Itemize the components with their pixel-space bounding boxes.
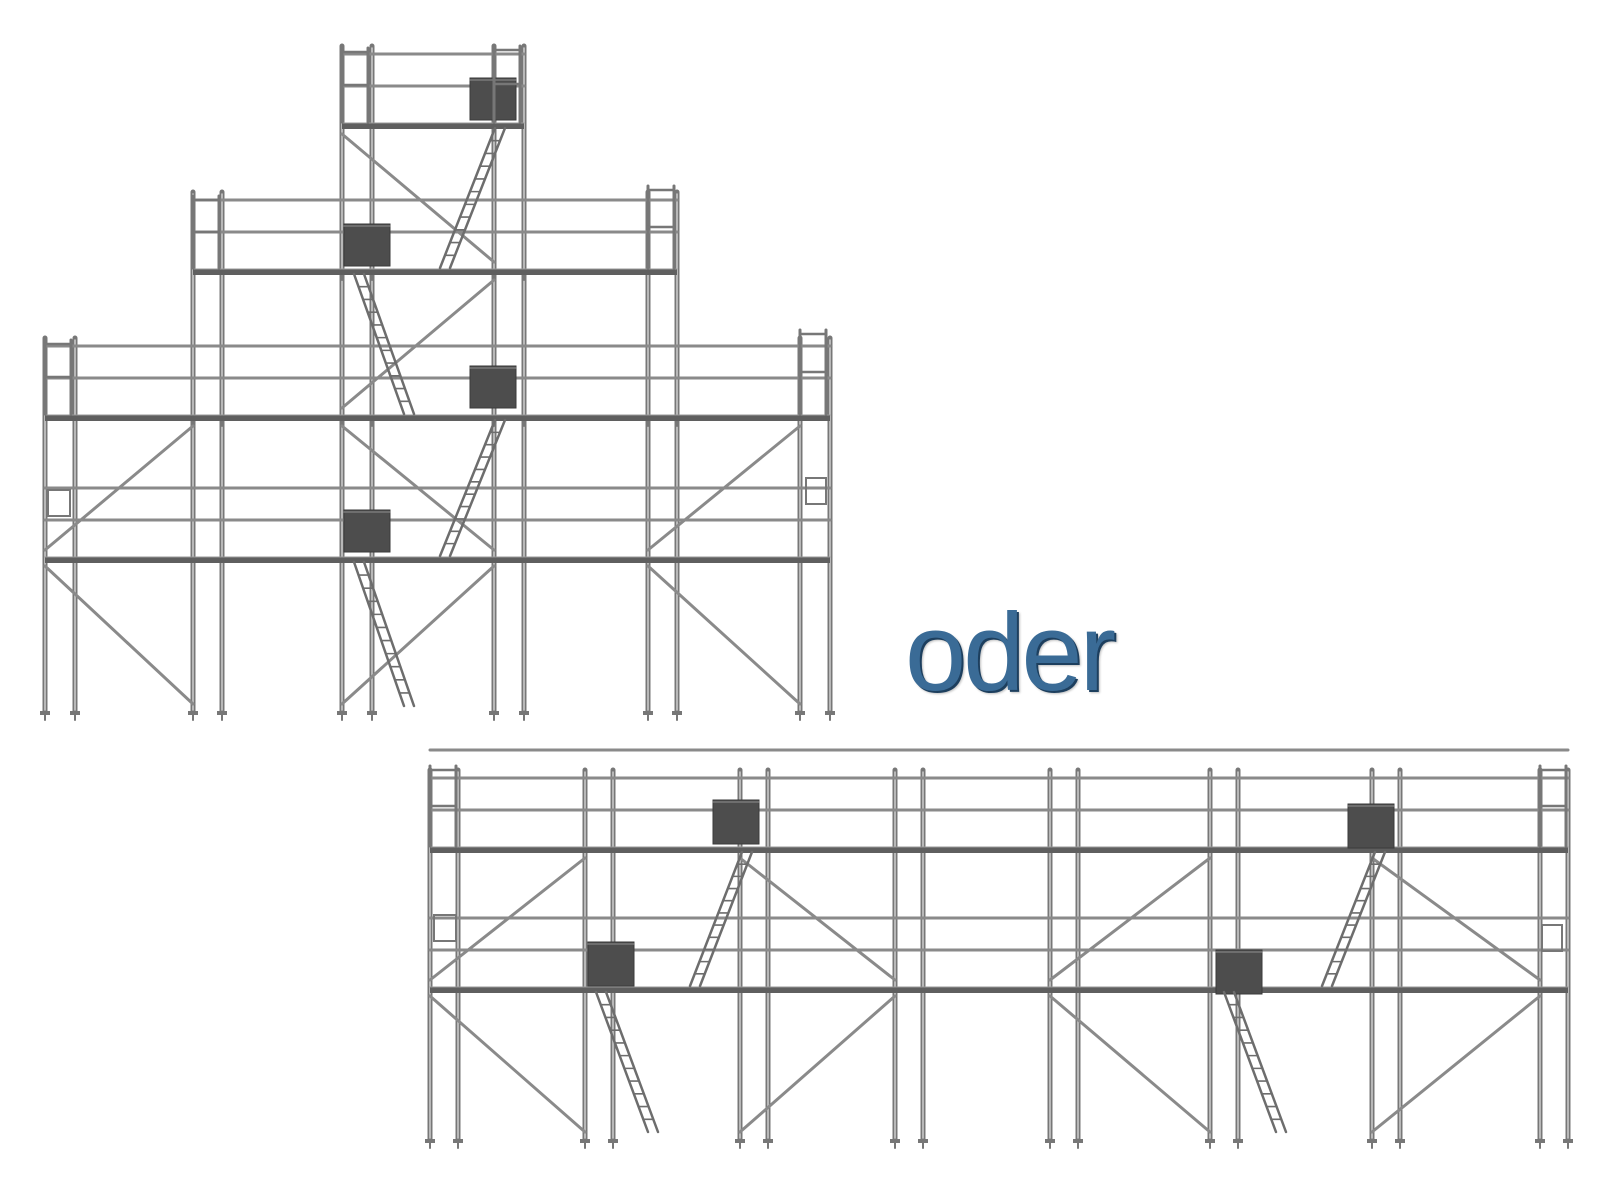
diagonal-brace <box>646 564 802 706</box>
access-hatch <box>712 799 760 845</box>
caption-oder: oder <box>905 591 1116 714</box>
scaffold-facade-long <box>425 748 1573 1149</box>
diagonal-brace <box>340 424 496 552</box>
ladder-rail <box>352 272 406 416</box>
diagonal-brace <box>43 564 195 706</box>
ladder-rail <box>362 272 416 416</box>
ladder-rail <box>594 990 650 1134</box>
diagonal-brace <box>738 994 897 1134</box>
ladder <box>352 272 416 416</box>
diagonal-brace <box>1370 994 1542 1134</box>
ladder-rail <box>604 990 660 1134</box>
access-hatch <box>587 941 635 987</box>
access-hatch <box>1215 949 1263 995</box>
diagonal-brace <box>646 424 802 552</box>
diagonal-brace <box>340 278 496 410</box>
ladder-rail <box>448 126 507 270</box>
access-hatch <box>469 365 517 409</box>
access-hatch <box>343 509 391 553</box>
ladder-rail <box>1232 990 1288 1134</box>
diagonal-brace <box>1048 994 1212 1134</box>
ladder <box>688 850 754 988</box>
access-hatch <box>1347 803 1395 849</box>
ladder <box>1222 990 1288 1134</box>
ladder <box>352 560 416 708</box>
diagonal-brace <box>340 564 496 706</box>
scaffold-stepped-tower <box>40 43 835 721</box>
diagonal-brace <box>1048 856 1212 982</box>
ladder <box>594 990 660 1134</box>
ladder <box>1320 850 1387 988</box>
access-hatch <box>343 223 391 267</box>
diagonal-brace <box>43 424 195 552</box>
ladder-rail <box>448 418 507 558</box>
ladder-rail <box>362 560 416 708</box>
diagonal-brace <box>340 132 496 264</box>
ladder-rail <box>438 418 497 558</box>
side-gate <box>1541 924 1563 952</box>
side-gate <box>47 489 71 517</box>
ladder-rail <box>1330 850 1387 988</box>
ladder-rail <box>1222 990 1278 1134</box>
ladder <box>438 418 507 558</box>
ladder-rail <box>1320 850 1377 988</box>
ladder-rail <box>352 560 406 708</box>
side-gate <box>805 477 827 505</box>
deck-plank <box>430 847 1568 853</box>
diagonal-brace <box>1370 856 1542 982</box>
deck-plank <box>45 557 830 563</box>
side-gate <box>433 914 457 942</box>
ladder-rail <box>438 126 497 270</box>
ladder-rail <box>688 850 744 988</box>
ladder <box>438 126 507 270</box>
deck-plank <box>342 123 524 129</box>
deck-plank <box>193 269 677 275</box>
diagonal-brace <box>738 856 897 982</box>
deck-plank <box>45 415 830 421</box>
diagonal-brace <box>428 994 587 1134</box>
deck-plank <box>430 987 1568 993</box>
diagonal-brace <box>428 856 587 982</box>
ladder-rail <box>698 850 754 988</box>
